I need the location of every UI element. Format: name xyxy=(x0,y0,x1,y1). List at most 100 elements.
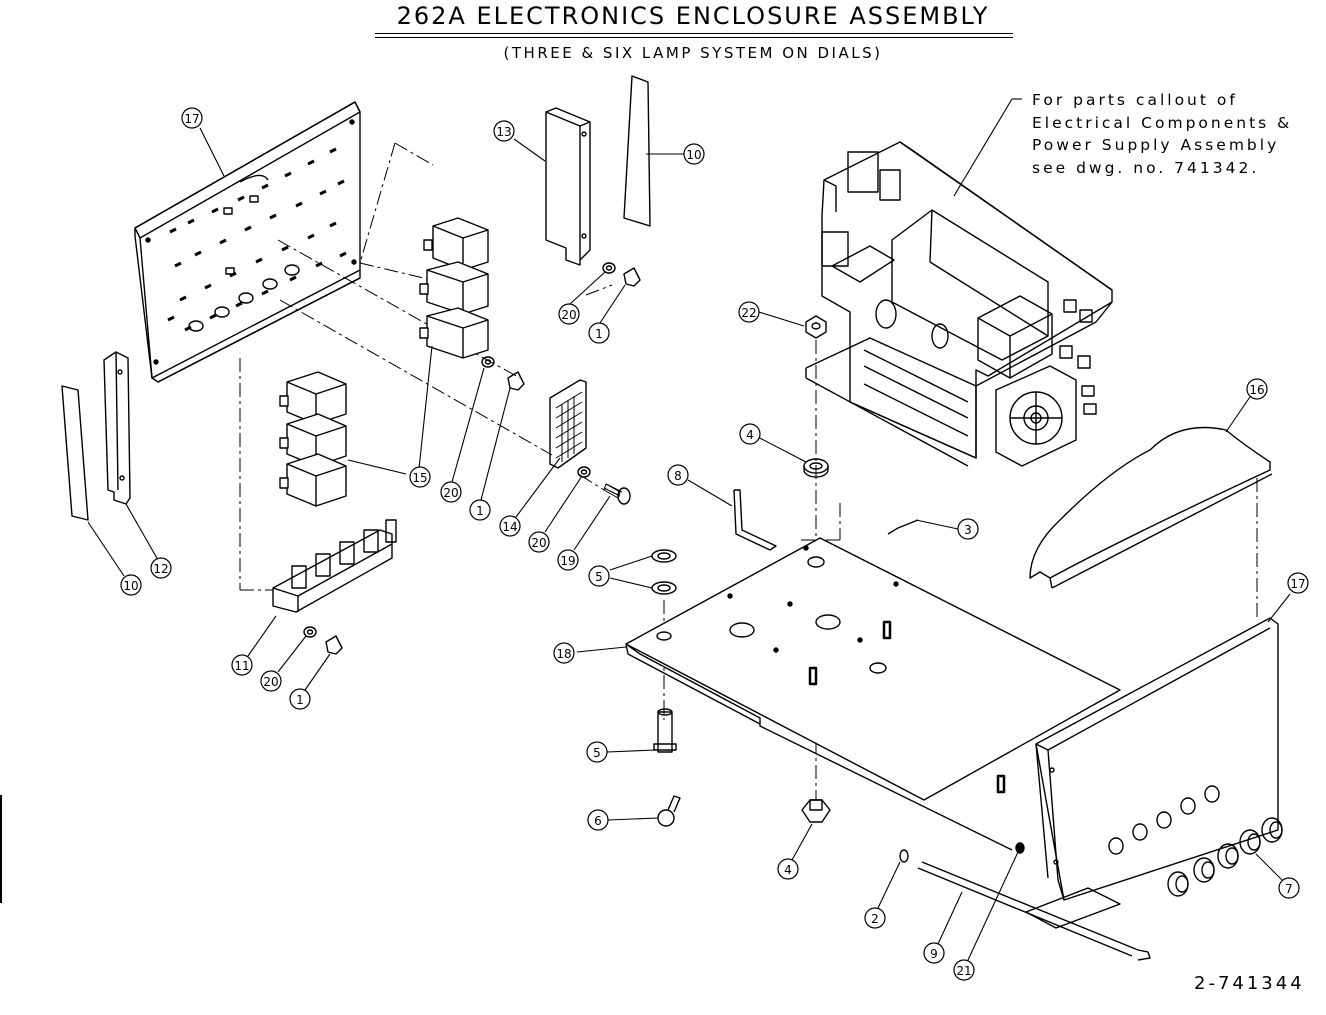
part-19-screw xyxy=(603,483,631,505)
svg-text:5: 5 xyxy=(593,746,601,760)
callout-1: 1 xyxy=(289,688,311,710)
callout-12: 12 xyxy=(150,557,172,579)
svg-text:20: 20 xyxy=(531,536,546,550)
callout-1: 1 xyxy=(588,322,610,344)
svg-text:2: 2 xyxy=(871,912,879,926)
part-4-grommet xyxy=(803,458,829,478)
part-18-base-plate xyxy=(625,537,1121,851)
drawing-number: 2-741344 xyxy=(1194,973,1305,994)
svg-text:6: 6 xyxy=(594,814,602,828)
svg-text:18: 18 xyxy=(556,647,571,661)
title-underline-top xyxy=(375,33,1013,34)
callout-13: 13 xyxy=(493,120,515,142)
frame-edge-mark xyxy=(0,795,2,903)
part-17-board-panel xyxy=(134,101,361,383)
part-16-cover xyxy=(1029,426,1273,589)
callout-22: 22 xyxy=(738,301,760,323)
title-underline-bottom xyxy=(375,37,1013,38)
svg-text:4: 4 xyxy=(784,863,792,877)
part-11-connector-rail xyxy=(272,519,397,613)
part-4-standoff xyxy=(801,799,831,823)
callout-9: 9 xyxy=(923,942,945,964)
svg-text:11: 11 xyxy=(234,659,249,673)
callout-20: 20 xyxy=(260,670,282,692)
callout-2: 2 xyxy=(864,907,886,929)
svg-text:16: 16 xyxy=(1249,383,1264,397)
board-ic-sockets xyxy=(188,195,300,332)
part-10-strip-lower xyxy=(61,385,89,521)
callout-4: 4 xyxy=(777,858,799,880)
svg-text:1: 1 xyxy=(296,693,304,707)
svg-text:20: 20 xyxy=(561,308,576,322)
part-5-washers xyxy=(651,549,677,595)
callout-17: 17 xyxy=(1287,572,1309,594)
part-2-pin xyxy=(899,849,909,863)
note-line: Power Supply Assembly xyxy=(1032,136,1280,154)
drawing-title: 262A ELECTRONICS ENCLOSURE ASSEMBLY xyxy=(396,2,990,30)
svg-text:20: 20 xyxy=(263,675,278,689)
part-3-clip xyxy=(887,519,919,535)
svg-text:3: 3 xyxy=(964,523,972,537)
drawing-subtitle: (THREE & SIX LAMP SYSTEM ON DIALS) xyxy=(503,44,883,62)
callout-4: 4 xyxy=(739,423,761,445)
callout-19: 19 xyxy=(557,549,579,571)
callout-5: 5 xyxy=(586,741,608,763)
part-7-hole-plugs xyxy=(1167,817,1283,897)
part-21-fastener xyxy=(1015,842,1025,854)
svg-text:4: 4 xyxy=(746,428,754,442)
svg-text:17: 17 xyxy=(184,112,199,126)
callout-14: 14 xyxy=(499,515,521,537)
callout-7: 7 xyxy=(1278,877,1300,899)
svg-text:1: 1 xyxy=(476,504,484,518)
callout-11: 11 xyxy=(231,654,253,676)
callout-18: 18 xyxy=(553,642,575,664)
part-6-key xyxy=(657,795,681,827)
part-9-rod xyxy=(917,861,1151,961)
callout-8: 8 xyxy=(667,464,689,486)
callout-3: 3 xyxy=(957,518,979,540)
part-15-relay-stack-lower xyxy=(279,371,347,507)
callout-15: 15 xyxy=(409,466,431,488)
callout-10: 10 xyxy=(683,143,705,165)
part-8-bracket xyxy=(733,489,777,551)
part-13-bracket xyxy=(545,107,591,266)
note-line: Electrical Components & xyxy=(1032,113,1293,132)
svg-text:1: 1 xyxy=(595,327,603,341)
lower-cover-plate xyxy=(1025,887,1121,929)
svg-text:8: 8 xyxy=(674,469,682,483)
svg-text:7: 7 xyxy=(1285,882,1293,896)
svg-text:9: 9 xyxy=(930,947,938,961)
callout-10: 10 xyxy=(120,574,142,596)
board-connector-pins xyxy=(167,147,347,332)
callout-balloons: 17 13 10 20 1 22 16 4 15 20 1 14 20 19 8… xyxy=(120,107,1309,981)
parts-callout-note: For parts callout of Electrical Componen… xyxy=(1032,89,1292,179)
callout-17: 17 xyxy=(181,107,203,129)
svg-text:15: 15 xyxy=(412,471,427,485)
callout-20: 20 xyxy=(528,531,550,553)
callout-1: 1 xyxy=(469,499,491,521)
part-5-lock-cylinder xyxy=(653,708,677,753)
leader-lines xyxy=(87,98,1291,961)
svg-text:22: 22 xyxy=(741,306,756,320)
note-line: For parts callout of xyxy=(1032,91,1238,109)
part-14-heatsink xyxy=(549,379,587,469)
svg-text:19: 19 xyxy=(560,554,575,568)
svg-text:21: 21 xyxy=(956,964,971,978)
svg-text:12: 12 xyxy=(153,562,168,576)
svg-text:14: 14 xyxy=(502,520,517,534)
svg-text:10: 10 xyxy=(686,148,701,162)
svg-text:20: 20 xyxy=(443,486,458,500)
note-line: see dwg. no. 741342. xyxy=(1032,158,1260,177)
part-12-bracket xyxy=(103,351,131,505)
hardware-washers-nuts xyxy=(303,262,641,655)
svg-text:5: 5 xyxy=(595,570,603,584)
callout-20: 20 xyxy=(440,481,462,503)
power-supply-assembly xyxy=(805,141,1113,467)
svg-text:17: 17 xyxy=(1290,577,1305,591)
callout-20: 20 xyxy=(558,303,580,325)
svg-text:13: 13 xyxy=(496,125,511,139)
part-10-strip-upper xyxy=(623,75,651,227)
part-17-rear-wall xyxy=(1035,617,1279,901)
